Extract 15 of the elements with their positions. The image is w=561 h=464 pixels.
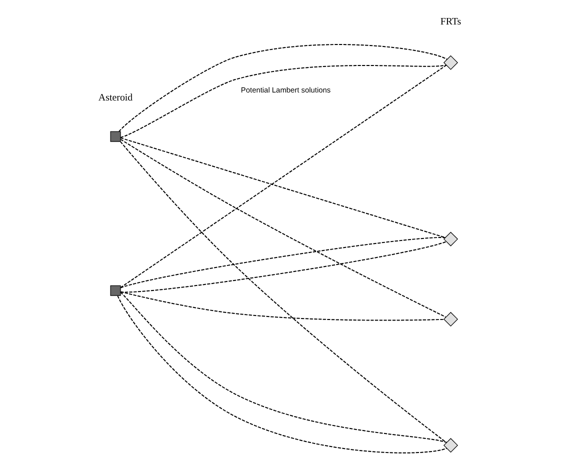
connector bbox=[120, 291, 444, 321]
connector bbox=[120, 137, 446, 238]
connector bbox=[118, 44, 448, 132]
node-box bbox=[110, 131, 121, 142]
label: Asteroid bbox=[98, 92, 133, 104]
connector bbox=[120, 64, 447, 288]
node-diamond bbox=[443, 438, 458, 453]
node-diamond bbox=[443, 232, 458, 246]
label: FRTs bbox=[440, 16, 462, 28]
connector bbox=[120, 138, 446, 318]
node-box bbox=[110, 285, 121, 296]
connector bbox=[120, 141, 447, 444]
connector bbox=[120, 64, 447, 138]
node-diamond bbox=[443, 55, 458, 70]
node-diamond bbox=[443, 312, 458, 326]
